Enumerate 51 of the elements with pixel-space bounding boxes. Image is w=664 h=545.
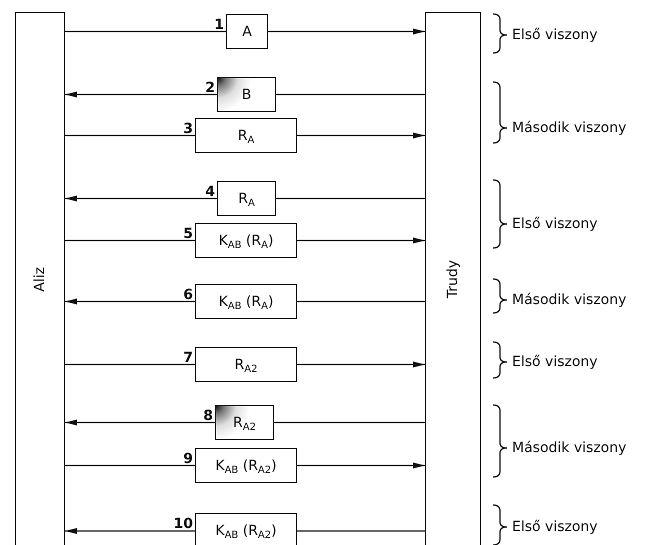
message-text: R$_{A}$ [238, 128, 254, 144]
step-number: 7 [183, 350, 193, 364]
arrow [65, 420, 215, 426]
connection-label: Második viszony [512, 440, 626, 456]
message-text: R$_{A2}$ [233, 414, 256, 430]
step-number: 3 [183, 122, 193, 136]
step-number: 8 [203, 408, 213, 422]
party-name: Trudy [445, 260, 461, 298]
message-text: K$_{AB}$ (R$_{A2}$) [215, 523, 277, 539]
step-number: 5 [183, 226, 193, 240]
arrow [268, 28, 425, 34]
message-line [65, 134, 195, 136]
party-name: Aliz [32, 266, 48, 292]
connection-label: Első viszony [512, 519, 598, 535]
message-line [65, 464, 195, 466]
connection-label: Második viszony [512, 120, 626, 136]
message-text: K$_{AB}$ (R$_{A2}$) [215, 458, 277, 474]
message-text: A [242, 24, 252, 40]
step-number: 6 [183, 288, 193, 302]
arrow [65, 92, 217, 98]
arrow [297, 238, 425, 244]
message-line [65, 30, 226, 32]
message-text: R$_{A}$ [238, 190, 255, 206]
message-line [297, 300, 425, 302]
message-text: K$_{AB}$ (R$_{A}$) [218, 232, 274, 248]
party-bar [15, 12, 65, 545]
step-number: 2 [205, 80, 215, 94]
message-line [274, 422, 425, 424]
party-bar [425, 12, 481, 545]
message-line [297, 530, 425, 532]
message-line [65, 240, 195, 242]
message-text: B [242, 86, 252, 102]
connection-label: Első viszony [512, 27, 598, 43]
step-number: 1 [214, 18, 224, 32]
arrow [297, 362, 425, 368]
step-number: 4 [205, 184, 215, 198]
message-line [276, 94, 425, 96]
message-line [276, 198, 425, 200]
step-number: 9 [183, 452, 193, 466]
message-line [65, 364, 195, 366]
arrow [65, 528, 195, 534]
connection-label: Második viszony [512, 292, 626, 308]
arrow [65, 298, 195, 304]
arrow [65, 196, 217, 202]
arrow [297, 462, 425, 468]
connection-label: Első viszony [512, 216, 598, 232]
step-number: 10 [174, 517, 193, 531]
connection-label: Első viszony [512, 354, 598, 370]
message-text: R$_{A2}$ [234, 356, 258, 372]
message-text: K$_{AB}$ (R$_{A}$) [218, 294, 274, 310]
arrow [297, 132, 425, 138]
